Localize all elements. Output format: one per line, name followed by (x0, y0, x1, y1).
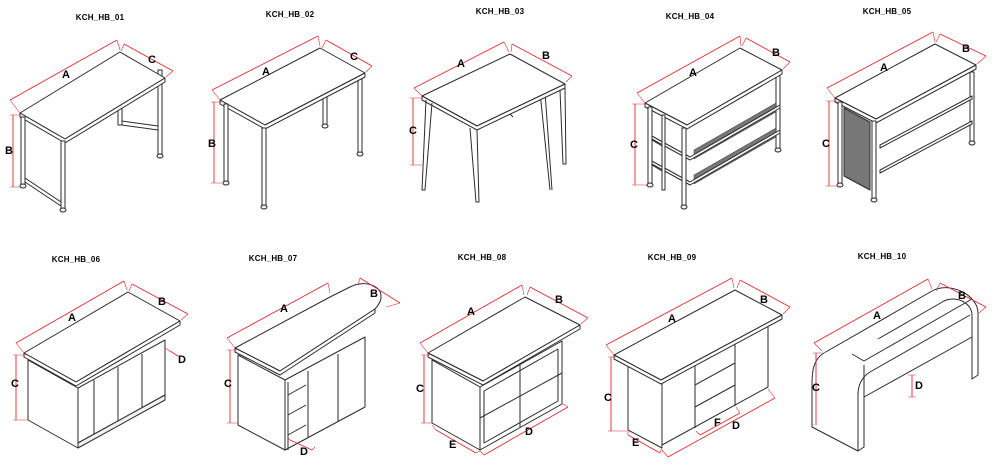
table-cell-10: KCH_HB_10 A B C D (800, 235, 1000, 470)
table-code-label: KCH_HB_04 (665, 12, 715, 21)
table-cell-7: KCH_HB_07 A B C D (200, 235, 401, 470)
dimension-label: A (689, 67, 697, 79)
table-cell-8: KCH_HB_08 A B C D E (400, 235, 600, 470)
table-drawing: A B C D (811, 278, 987, 452)
table-drawing: A B C D (11, 280, 189, 449)
dimension-label: B (958, 290, 966, 302)
table-drawing: A C B (208, 35, 373, 210)
table-cell-1: KCH_HB_01 A C B (0, 0, 200, 235)
dimension-label: E (449, 439, 456, 451)
dimension-label: A (880, 62, 888, 74)
dimension-label: C (11, 378, 19, 390)
dimension-label: A (467, 306, 475, 318)
dimension-label: A (873, 310, 881, 322)
dimension-label: C (416, 383, 424, 395)
table-drawing: A B C (630, 35, 791, 210)
dimension-label: D (178, 354, 186, 366)
table-cell-6: KCH_HB_06 A B C D (0, 235, 200, 470)
dimension-label: B (772, 47, 780, 59)
dimension-label: C (812, 382, 820, 394)
table-cell-9: KCH_HB_09 A B C D E F (600, 235, 800, 470)
dimension-label: D (915, 380, 923, 392)
table-drawing: A B C D E (416, 284, 589, 456)
dimension-label: A (457, 58, 465, 70)
dimension-label: D (300, 446, 308, 458)
table-drawing: A B C (409, 41, 573, 203)
dimension-label: A (280, 303, 288, 315)
dimension-label: C (604, 392, 612, 404)
dimension-label: B (962, 43, 970, 55)
dimension-label: A (262, 66, 270, 78)
table-code-label: KCH_HB_06 (51, 255, 101, 264)
table-code-label: KCH_HB_01 (75, 13, 125, 22)
dimension-label: C (148, 54, 156, 66)
table-code-label: KCH_HB_05 (862, 7, 912, 16)
dimension-label: A (62, 69, 70, 81)
dimension-label: C (350, 51, 358, 63)
table-cell-2: KCH_HB_02 A C B (200, 0, 400, 235)
dimension-label: B (5, 145, 13, 157)
dimension-label: C (224, 378, 232, 390)
table-drawing: A B C D (224, 277, 401, 458)
dimension-label: B (158, 296, 166, 308)
dimension-label: B (208, 138, 216, 150)
dimension-label: B (555, 294, 563, 306)
dimension-label: F (714, 417, 721, 429)
dimension-label: E (632, 437, 639, 449)
table-cell-4: KCH_HB_04 A B C (600, 0, 800, 235)
dimension-label: C (822, 138, 830, 150)
dimension-label: D (732, 420, 740, 432)
dimension-label: C (630, 139, 638, 151)
table-code-label: KCH_HB_07 (248, 254, 298, 263)
table-drawing: A C B (5, 39, 174, 213)
table-code-label: KCH_HB_10 (857, 252, 907, 261)
dimension-label: C (409, 125, 417, 137)
dimension-label: B (760, 294, 768, 306)
table-drawing: A B C (822, 31, 987, 203)
table-code-label: KCH_HB_08 (457, 253, 507, 262)
dimension-label: B (542, 50, 550, 62)
table-drawing: A B C D E F (604, 277, 791, 458)
dimension-label: B (370, 288, 378, 300)
table-code-label: KCH_HB_02 (265, 10, 315, 19)
dimension-label: A (68, 312, 76, 324)
table-code-label: KCH_HB_03 (475, 7, 525, 16)
table-cell-3: KCH_HB_03 A B C (400, 0, 600, 235)
dimension-label: A (668, 313, 676, 325)
dimension-label: D (525, 426, 533, 438)
table-code-label: KCH_HB_09 (647, 253, 697, 262)
table-cell-5: KCH_HB_05 A B C (800, 0, 1000, 235)
